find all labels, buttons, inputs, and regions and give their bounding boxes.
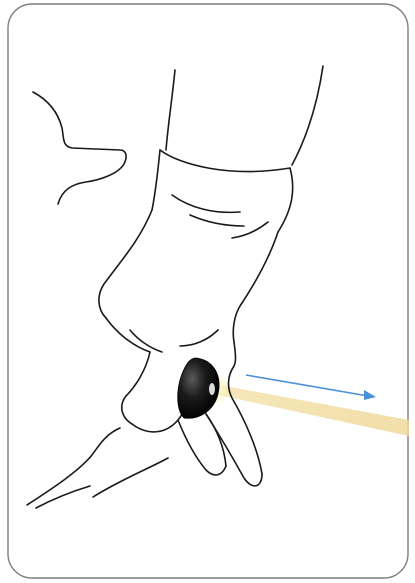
frame-border [8,4,408,578]
